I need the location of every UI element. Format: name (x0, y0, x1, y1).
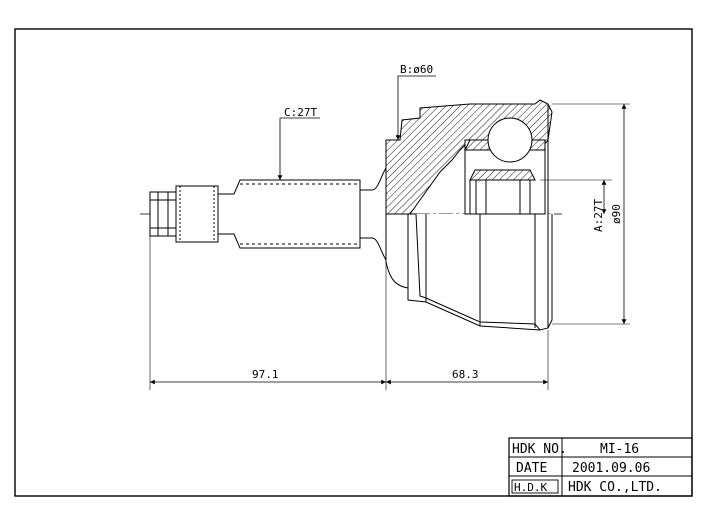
company-logo: H.D.K (514, 481, 547, 494)
svg-text:C:27T: C:27T (284, 106, 317, 119)
part-no-label: HDK NO. (512, 442, 567, 457)
svg-text:A:27T: A:27T (592, 199, 605, 232)
company-logo-box (511, 479, 559, 494)
label-boot-diameter: B:ø60 (395, 63, 436, 141)
date-label: DATE (516, 461, 547, 476)
svg-text:ø90: ø90 (610, 204, 623, 224)
joint-ball (487, 117, 533, 163)
dim-inner-spline: A:27T (540, 179, 612, 232)
stub-shaft (149, 166, 387, 262)
svg-text:68.3: 68.3 (452, 368, 479, 381)
part-no-value: MI-16 (600, 442, 639, 457)
date-value: 2001.09.06 (572, 461, 650, 476)
dim-shaft-length: 97.1 (149, 236, 387, 390)
svg-text:B:ø60: B:ø60 (400, 63, 433, 76)
label-spline-outer: C:27T (277, 106, 320, 181)
dim-body-length: 68.3 (386, 330, 549, 390)
drawing-border (14, 28, 693, 497)
title-block (508, 437, 693, 497)
svg-text:97.1: 97.1 (252, 368, 279, 381)
cv-joint-housing (385, 99, 553, 331)
dim-outer-diameter: ø90 (552, 103, 630, 325)
company-name: HDK CO.,LTD. (568, 480, 662, 495)
